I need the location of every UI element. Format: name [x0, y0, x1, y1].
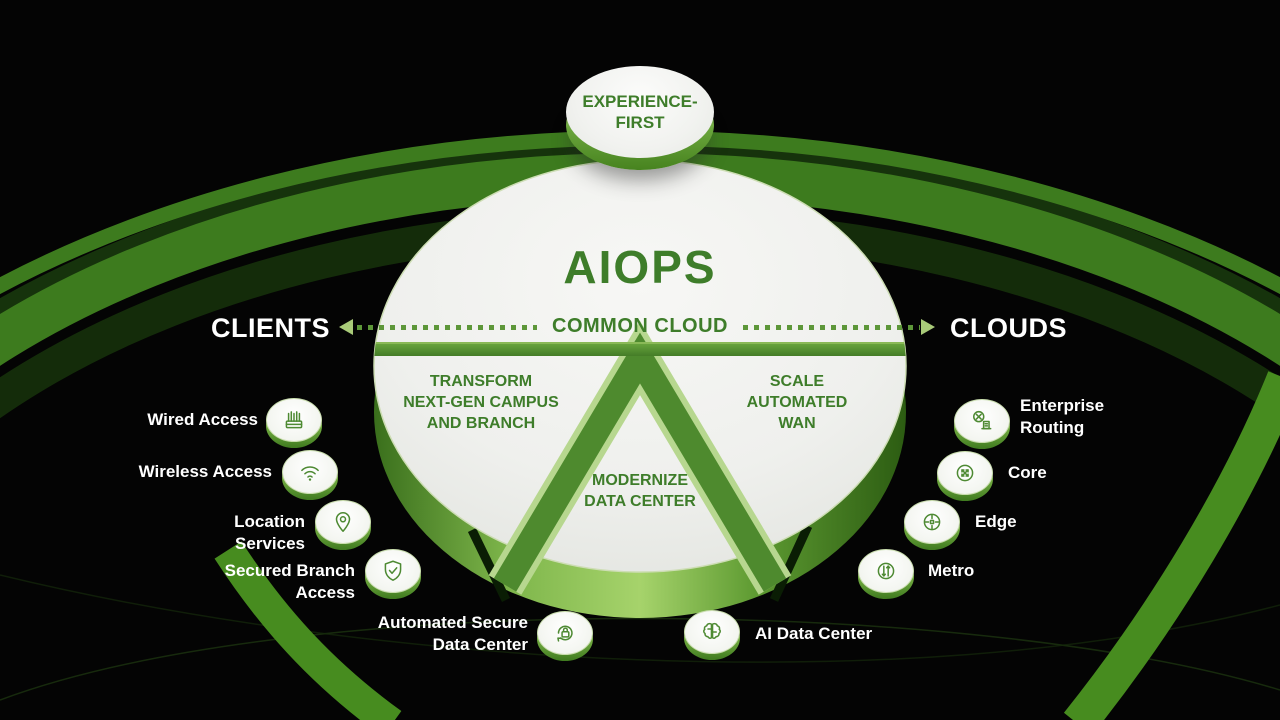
common-cloud-bar-highlight: [374, 342, 906, 344]
experience-first-badge: EXPERIENCE- FIRST: [566, 66, 714, 170]
label-location-services: Location Services: [234, 512, 305, 553]
pill-wired-access: [266, 398, 322, 448]
segment-label-data-center: MODERNIZE DATA CENTER: [584, 472, 696, 510]
label-wireless-access: Wireless Access: [138, 462, 272, 481]
hairline-arc: [0, 574, 1280, 663]
pill-ai-data-center: [684, 610, 740, 660]
arrow-left-icon: [339, 319, 353, 335]
hub-title: AIOPS: [563, 241, 717, 293]
pill-core: [937, 451, 993, 501]
arrow-right-icon: [921, 319, 935, 335]
label-core: Core: [1008, 463, 1047, 482]
segment-label-campus-branch: TRANSFORM NEXT-GEN CAMPUS AND BRANCH: [403, 373, 559, 432]
enterprise-routing-icon: [973, 410, 992, 430]
swoosh-bottom-left: [214, 541, 402, 720]
label-ai-data-center: AI Data Center: [755, 624, 873, 643]
pill-enterprise-routing: [954, 399, 1010, 449]
common-cloud-bar: [374, 343, 906, 356]
slice-cut-right: [769, 524, 813, 602]
secure-automation-lock-icon: [557, 625, 573, 642]
dotted-line-right: [743, 325, 920, 330]
pill-edge: [904, 500, 960, 550]
label-wired-access: Wired Access: [147, 410, 258, 429]
slice-cut-left: [467, 528, 511, 602]
badge-face: EXPERIENCE- FIRST: [566, 66, 714, 158]
segment-label-wan: SCALE AUTOMATED WAN: [746, 373, 848, 432]
label-enterprise-routing: Enterprise Routing: [1020, 396, 1105, 437]
brain-icon: [703, 622, 721, 639]
badge-label: EXPERIENCE- FIRST: [582, 92, 698, 132]
clouds-axis-label: CLOUDS: [950, 313, 1067, 343]
switch-icon: [285, 411, 303, 429]
pill-metro: [858, 549, 914, 599]
dotted-line-left: [357, 325, 537, 330]
core-router-icon: [956, 464, 974, 482]
metro-router-icon: [877, 562, 895, 580]
swoosh-bottom-right: [1063, 371, 1280, 720]
pill-secured-branch-access: [365, 549, 421, 599]
pill-automated-secure-data-center: [537, 611, 593, 661]
edge-router-icon: [923, 513, 941, 531]
label-metro: Metro: [928, 561, 975, 580]
pill-wireless-access: [282, 450, 338, 500]
label-automated-secure-data-center: Automated Secure Data Center: [377, 613, 528, 654]
wifi-icon: [301, 466, 319, 481]
label-edge: Edge: [975, 512, 1017, 531]
clients-axis-label: CLIENTS: [210, 313, 330, 343]
pill-location-services: [315, 500, 371, 550]
location-pin-icon: [335, 512, 351, 532]
segment-divider: [493, 332, 787, 592]
label-secured-branch-access: Secured Branch Access: [224, 561, 355, 602]
shield-check-icon: [384, 560, 402, 581]
common-cloud-label: COMMON CLOUD: [552, 315, 728, 337]
